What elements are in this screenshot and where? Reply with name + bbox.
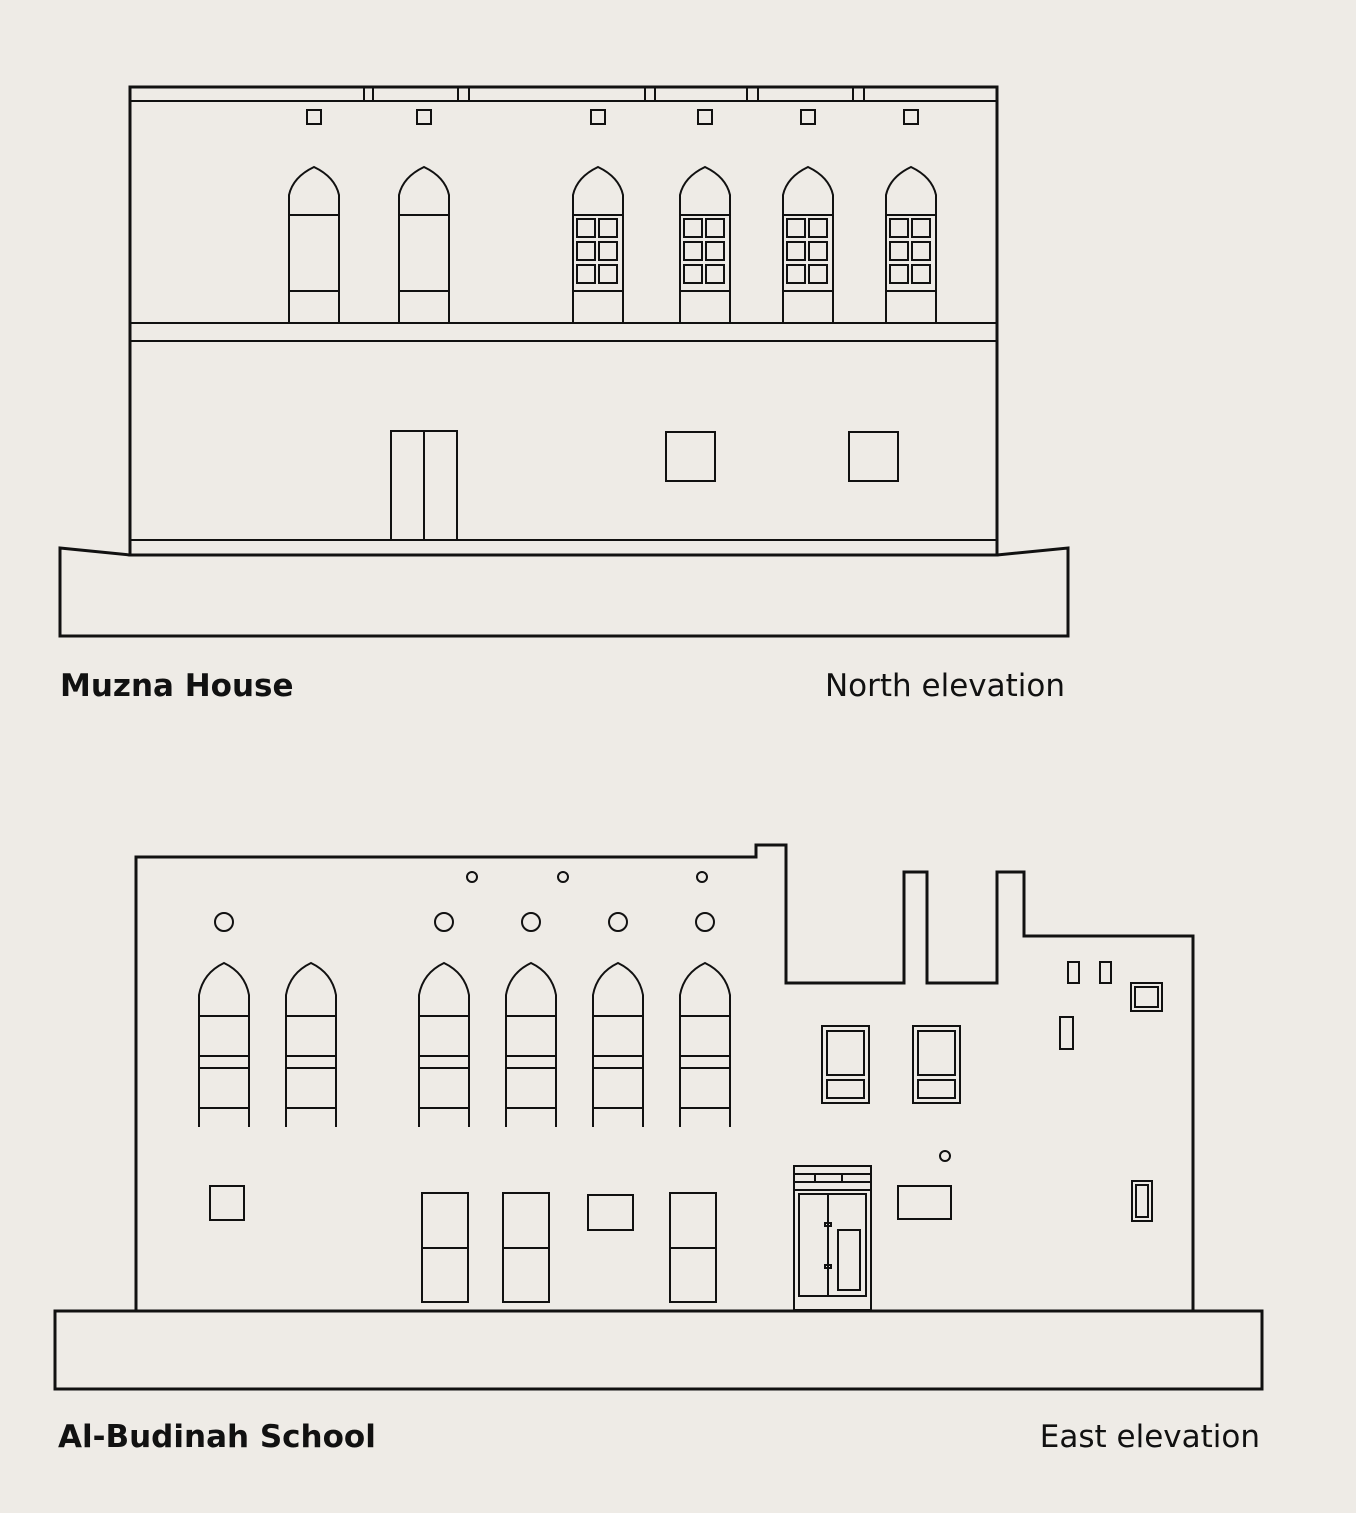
window-pane [889,218,909,238]
window-pane [705,264,725,284]
arch-frame [505,961,557,1127]
arched-window [679,961,731,1127]
small-window-inner [1134,986,1159,1008]
slot-window [1067,961,1080,984]
window-pane [705,241,725,261]
round-vent [214,912,234,932]
round-vent [696,871,708,883]
window-pane [889,264,909,284]
arch-frame [285,961,337,1127]
arch-frame [679,961,731,1127]
vent-square [590,109,606,125]
arch-frame [288,165,340,323]
round-vent [557,871,569,883]
arched-window [285,961,337,1127]
door-frame [793,1165,872,1311]
view-label-north-elevation: North elevation [824,668,1065,704]
window-pane [911,241,931,261]
facade-outline [128,85,999,557]
vent-square [416,109,432,125]
window-pane [808,241,828,261]
entrance-door [793,1165,872,1311]
framed-window [912,1025,961,1104]
slot-window [1099,961,1112,984]
arch-frame [572,165,624,323]
view-label-east-elevation: East elevation [1039,1419,1260,1455]
upper-pane [917,1030,956,1076]
arched-window [679,165,731,323]
small-window-inner [1135,1184,1149,1218]
building-name-muzna-house: Muzna House [60,668,294,704]
facade-outline [134,843,1195,1310]
window-pane [705,218,725,238]
window-pane [683,264,703,284]
door-hinge [824,1264,832,1269]
arched-window [782,165,834,323]
arched-window [505,961,557,1127]
window-pane [598,264,618,284]
arch-frame [679,165,731,323]
arch-frame [885,165,937,323]
arch-frame [782,165,834,323]
window-pane [911,218,931,238]
round-vent [466,871,478,883]
window-pane [911,264,931,284]
arched-window [592,961,644,1127]
arch-frame [418,961,470,1127]
lower-pane [826,1079,865,1099]
window-pane [786,264,806,284]
door-leaves [798,1193,867,1297]
window-pane [786,241,806,261]
arch-frame [198,961,250,1127]
round-vent [695,912,715,932]
window-pane [598,218,618,238]
outer-frame [912,1025,961,1104]
small-window [1131,1180,1153,1222]
arched-window [398,165,450,323]
vent-square [697,109,713,125]
window-pane [683,218,703,238]
round-vent [939,1150,951,1162]
small-window [897,1185,952,1220]
door-hinge [824,1222,832,1227]
arch-frame [592,961,644,1127]
arched-window [198,961,250,1127]
small-window [1130,982,1163,1012]
window-pane [576,264,596,284]
window-pane [576,218,596,238]
vent-square [800,109,816,125]
round-vent [521,912,541,932]
square-window [665,431,716,482]
slot-window [1059,1016,1074,1050]
window-pane [598,241,618,261]
al-budinah-school-elevation [53,843,1264,1391]
window-pane [786,218,806,238]
outer-frame [821,1025,870,1104]
lower-pane [917,1079,956,1099]
plinth [53,1309,1264,1391]
building-name-al-budinah-school: Al-Budinah School [58,1419,376,1455]
round-vent [434,912,454,932]
small-window [587,1194,634,1231]
square-window [848,431,899,482]
framed-window [821,1025,870,1104]
window-pane [889,241,909,261]
upper-pane [826,1030,865,1076]
muzna-house-elevation [58,85,1070,638]
window-pane [683,241,703,261]
vent-square [903,109,919,125]
arched-window [885,165,937,323]
arched-window [288,165,340,323]
window-pane [576,241,596,261]
arched-window [418,961,470,1127]
window-pane [808,264,828,284]
arched-window [572,165,624,323]
vent-square [306,109,322,125]
round-vent [608,912,628,932]
arch-frame [398,165,450,323]
door-panel [837,1229,861,1291]
square-window [209,1185,245,1221]
plinth [58,546,1070,638]
window-pane [808,218,828,238]
